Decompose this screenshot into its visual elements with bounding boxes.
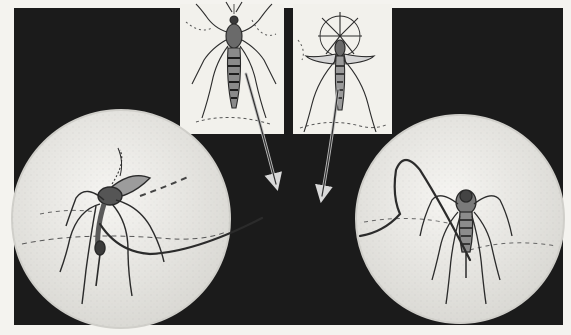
top-right-card: [293, 4, 392, 134]
left-circle-closeup: [12, 110, 230, 328]
top-left-card: [180, 2, 284, 134]
right-circle-closeup: [356, 115, 564, 323]
